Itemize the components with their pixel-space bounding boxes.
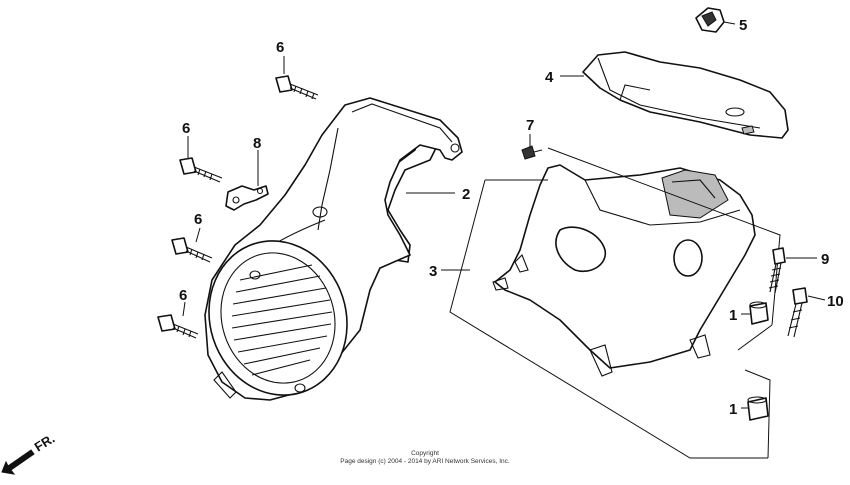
part-5-clip [695,7,725,33]
part-7-screw [521,145,543,160]
part-1-collar-lower [747,396,769,421]
part-8-bracket [225,185,269,211]
callout-1-upper: 1 [729,307,737,324]
callout-6-second: 6 [182,120,190,137]
fan-shroud [204,97,463,401]
callout-1-lower: 1 [729,401,737,418]
callout-2: 2 [462,186,470,203]
callout-6-top: 6 [276,39,284,56]
front-arrow-icon [1,449,35,475]
copyright-line-1: Copyright [411,450,439,457]
copyright-notice: Copyright Page design (c) 2004 - 2014 by… [0,450,850,466]
callout-5: 5 [739,17,747,34]
part-10-bolt [787,287,808,338]
part-6-bolt-2 [179,157,223,183]
part-3-lower-cover [492,164,756,377]
callout-4: 4 [545,69,554,86]
callout-6-third: 6 [194,211,202,228]
callout-10: 10 [827,293,844,310]
part-6-bolt-bottom [157,314,199,339]
part-9-bolt [768,247,786,294]
part-4-upper-cover [582,51,789,139]
part-6-bolt-3 [171,237,213,263]
fan-grille-slats [231,264,333,376]
part-1-collar-upper [749,301,769,325]
callout-6-bottom: 6 [179,287,187,304]
part-6-bolt-top [275,75,319,100]
copyright-line-2: Page design (c) 2004 - 2014 by ARI Netwo… [340,458,510,465]
part-3-group-outline [449,179,768,459]
callout-8: 8 [253,135,261,152]
callout-9: 9 [821,251,829,268]
callout-7: 7 [526,117,534,134]
callout-3: 3 [429,263,437,280]
